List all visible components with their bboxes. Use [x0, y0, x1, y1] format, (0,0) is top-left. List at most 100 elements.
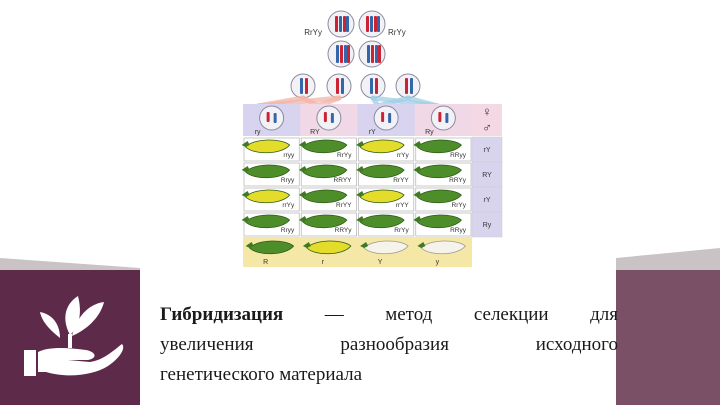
pea-pod: [245, 189, 291, 204]
plant-hand-icon: [24, 296, 124, 376]
gamete-cell: [430, 105, 456, 131]
gamete-label: Ry: [425, 129, 434, 136]
pea-icon: [241, 164, 291, 179]
caption-panel: [140, 270, 616, 390]
male-symbol-icon: ♂: [482, 120, 492, 135]
pea-icon: [241, 214, 291, 229]
pea-stem: [356, 191, 365, 197]
chromosome: [410, 78, 413, 94]
pea-icon: [413, 164, 462, 179]
row-gamete-label: rY: [484, 197, 491, 204]
pea-pod: [306, 240, 352, 255]
genotype-label: rrYy: [282, 202, 295, 209]
pea-pod: [359, 164, 405, 179]
pea-pod: [302, 139, 348, 154]
chromosome: [374, 16, 377, 32]
phenotype-label: y: [436, 259, 440, 266]
pea-stem: [356, 216, 365, 222]
pea-stem: [413, 141, 422, 147]
phenotype-pea-icon: [302, 240, 352, 255]
parent-genotype-label-left: RrYy: [304, 28, 322, 37]
chromosome: [323, 112, 327, 122]
genotype-label: RrYY: [393, 177, 409, 184]
chromosome: [371, 45, 374, 63]
pea-stem: [298, 141, 307, 147]
chromosome: [340, 45, 343, 63]
chromosome: [445, 113, 449, 123]
chromosome: [336, 45, 339, 63]
pea-icon: [413, 189, 462, 204]
mauve-side-panel: [616, 270, 720, 405]
pea-stem: [241, 191, 250, 197]
chromosome: [438, 112, 442, 122]
chromosome: [346, 16, 349, 32]
chromosome: [336, 78, 339, 94]
pea-icon: [241, 139, 291, 154]
pea-icon: [413, 214, 462, 229]
female-symbol-icon: ♀: [482, 104, 492, 119]
chromosome: [388, 113, 392, 123]
chromosome: [305, 78, 308, 94]
pea-stem: [413, 166, 422, 172]
genotype-label: rrYY: [396, 202, 410, 209]
pea-stem: [302, 242, 311, 248]
pea-stem: [356, 141, 365, 147]
chromosome: [335, 16, 338, 32]
chromosome: [347, 45, 350, 63]
phenotype-label: Y: [378, 259, 383, 266]
pea-pod: [245, 139, 291, 154]
genotype-label: RrYy: [337, 152, 352, 159]
gamete-cell: [373, 105, 399, 131]
chromosome: [378, 45, 381, 63]
pea-pod: [416, 139, 462, 154]
chromosome: [339, 16, 342, 32]
genotype-label: RRYy: [335, 227, 353, 234]
pea-stem: [241, 166, 250, 172]
gamete-label: ry: [255, 129, 261, 136]
chromosome: [370, 78, 373, 94]
pea-stem: [360, 242, 369, 248]
pea-icon: [356, 214, 405, 229]
pea-stem: [413, 216, 422, 222]
pea-pod: [302, 164, 348, 179]
caption-line-2: увеличения разнообразия исходного: [160, 334, 618, 355]
pea-icon: [413, 139, 462, 154]
genotype-label: rrYy: [397, 152, 410, 159]
caption-line-1-rest: — метод селекции для: [283, 304, 618, 325]
pea-icon: [298, 164, 348, 179]
phenotype-label: r: [322, 259, 325, 266]
sex-symbol-cell: [472, 104, 502, 136]
row-gamete-label: RY: [482, 172, 492, 179]
genotype-label: RRyy: [450, 227, 467, 234]
genotype-label: RrYy: [452, 202, 467, 209]
gamete-label: RY: [310, 129, 320, 136]
genotype-label: RRyy: [450, 152, 467, 159]
pea-icon: [298, 189, 348, 204]
pea-pod: [416, 214, 462, 229]
pea-pod: [302, 189, 348, 204]
pea-icon: [356, 189, 405, 204]
chromosome: [405, 78, 408, 94]
genotype-label: RRYY: [334, 177, 353, 184]
pea-stem: [298, 166, 307, 172]
chromosome: [375, 45, 378, 63]
chromosome: [344, 45, 347, 63]
gamete-cell: [259, 105, 285, 131]
genotype-label: Rryy: [281, 177, 295, 184]
phenotype-pea-icon: [245, 240, 295, 255]
chromosome: [343, 16, 346, 32]
chromosome: [375, 78, 378, 94]
pea-icon: [298, 214, 348, 229]
pea-pod: [416, 164, 462, 179]
chromosome: [300, 78, 303, 94]
pea-pod: [420, 240, 466, 255]
pea-pod: [359, 139, 405, 154]
definition-caption: Гибридизация — метод селекции для увелич…: [160, 300, 618, 390]
pea-pod: [245, 214, 291, 229]
genotype-label: RrYY: [336, 202, 352, 209]
pea-stem: [356, 166, 365, 172]
row-gamete-cell: [471, 186, 503, 213]
pea-stem: [413, 191, 422, 197]
genotype-label: rryy: [283, 152, 295, 159]
genotype-label: RRYy: [449, 177, 467, 184]
